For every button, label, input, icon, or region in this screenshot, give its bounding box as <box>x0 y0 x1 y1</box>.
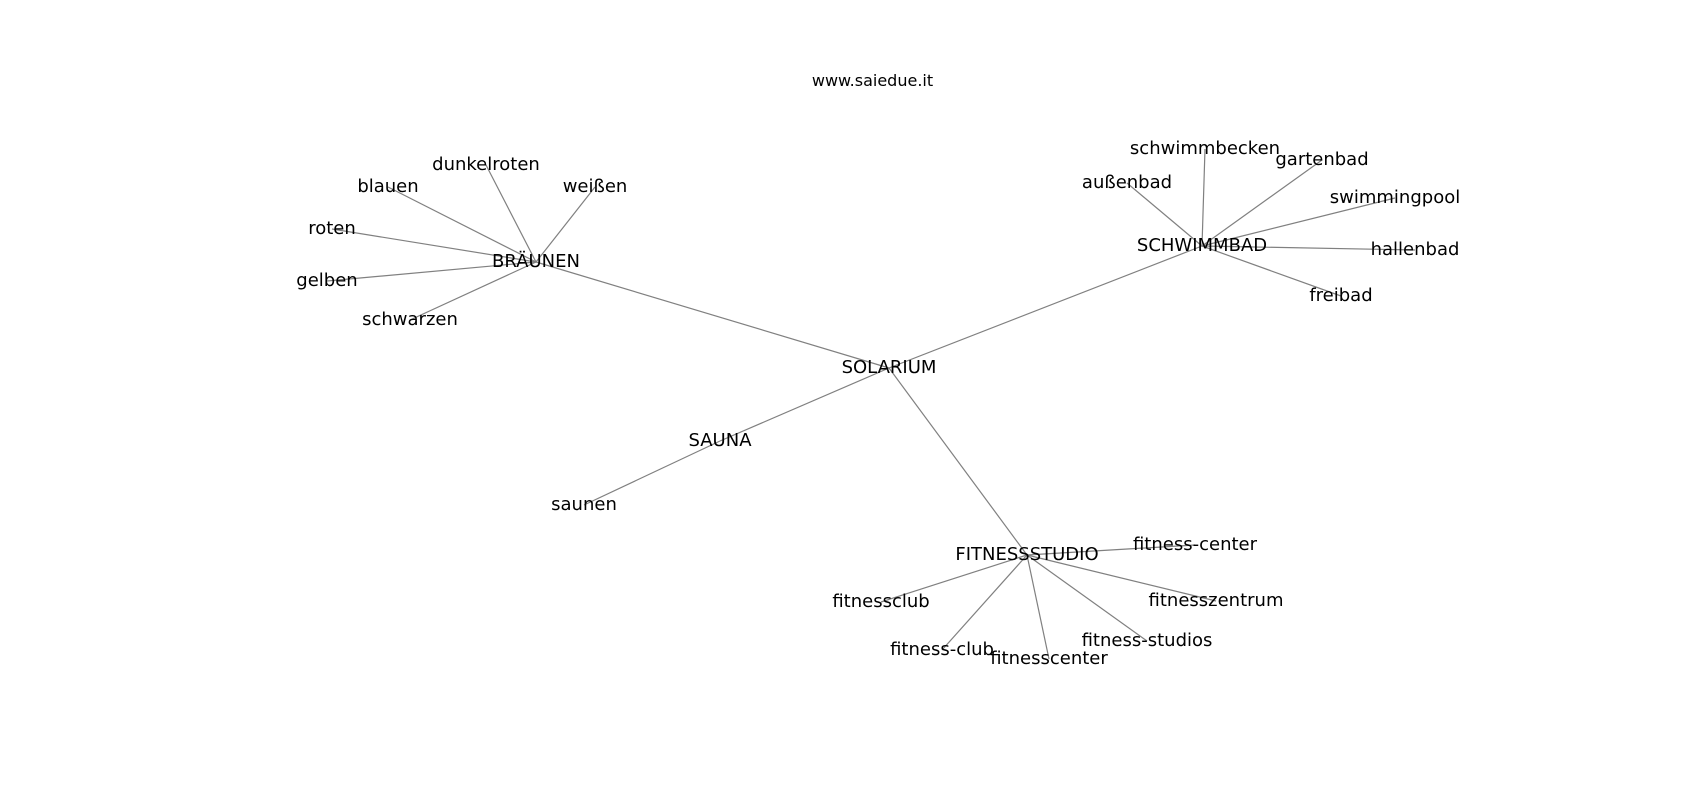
edge-fitnessstudio-fitness-studios <box>1026 554 1148 642</box>
node-fitnesscenter: fitnesscenter <box>990 648 1108 669</box>
node-schwarzen: schwarzen <box>362 309 458 330</box>
edge-solarium-sauna <box>719 367 890 442</box>
edge-fitnessstudio-fitness-club <box>941 554 1028 651</box>
edge-braeunen-blauen <box>387 186 537 263</box>
node-fitnesszentrum: fitnesszentrum <box>1149 590 1284 611</box>
node-fitnessclub: fitnessclub <box>832 591 929 612</box>
node-gelben: gelben <box>296 270 357 291</box>
hub-node-solarium: SOLARIUM <box>842 357 937 378</box>
node-blauen: blauen <box>357 176 418 197</box>
graph-node-labels: SOLARIUM BRÄUNEN SCHWIMMBAD SAUNA FITNESSSTU… <box>296 138 1460 669</box>
edge-fitnessstudio-fitness-center <box>1026 544 1196 556</box>
node-aussenbad: außenbad <box>1082 172 1172 193</box>
node-roten: roten <box>308 218 356 239</box>
edge-schwimmbad-schwimmbecken <box>1201 148 1206 247</box>
edge-sauna-saunen <box>583 440 721 506</box>
edge-braeunen-schwarzen <box>409 261 537 321</box>
edge-solarium-schwimmbad <box>888 245 1203 369</box>
node-swimmingpool: swimmingpool <box>1330 187 1460 208</box>
node-dunkelroten: dunkelroten <box>432 154 540 175</box>
edge-solarium-braeunen <box>535 261 890 369</box>
edge-braeunen-roten <box>331 228 537 263</box>
edge-braeunen-weissen <box>535 186 596 263</box>
edge-solarium-fitnessstudio <box>888 367 1028 556</box>
node-hallenbad: hallenbad <box>1371 239 1460 260</box>
node-freibad: freibad <box>1309 285 1372 306</box>
hub-node-fitnessstudio: FITNESSSTUDIO <box>955 544 1098 565</box>
edge-fitnessstudio-fitnessclub <box>880 554 1028 603</box>
edge-schwimmbad-gartenbad <box>1201 159 1323 247</box>
node-fitness-club: fitness-club <box>890 639 994 660</box>
node-fitness-studios: fitness-studios <box>1082 630 1213 651</box>
edge-schwimmbad-hallenbad <box>1201 245 1416 251</box>
hub-node-schwimmbad: SCHWIMMBAD <box>1137 235 1267 256</box>
node-fitness-center: fitness-center <box>1133 534 1258 555</box>
edge-schwimmbad-aussenbad <box>1126 182 1203 247</box>
edge-braeunen-gelben <box>326 261 537 282</box>
edge-schwimmbad-freibad <box>1201 245 1342 297</box>
node-schwimmbecken: schwimmbecken <box>1130 138 1280 159</box>
node-saunen: saunen <box>551 494 617 515</box>
node-weissen: weißen <box>563 176 628 197</box>
edge-fitnessstudio-fitnesscenter <box>1026 554 1050 660</box>
node-gartenbad: gartenbad <box>1275 149 1368 170</box>
edge-braeunen-dunkelroten <box>485 164 537 263</box>
site-url: www.saiedue.it <box>811 71 934 90</box>
edge-fitnessstudio-fitnesszentrum <box>1026 554 1217 602</box>
edge-schwimmbad-swimmingpool <box>1201 197 1396 247</box>
graph-edges <box>326 148 1416 660</box>
hub-node-sauna: SAUNA <box>688 430 752 451</box>
hub-node-braeunen: BRÄUNEN <box>492 251 580 272</box>
